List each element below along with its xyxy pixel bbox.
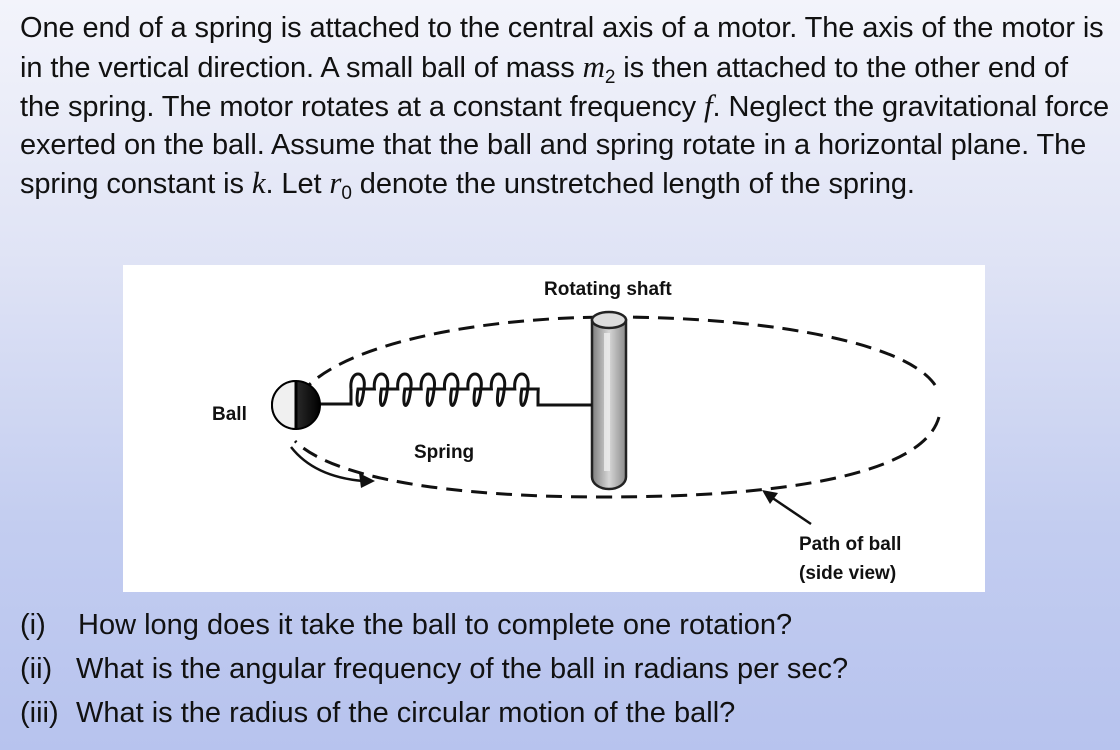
question-text: How long does it take the ball to comple…	[78, 609, 793, 641]
rotating-spring-diagram: Rotating shaft Ball Spring Path of ball …	[123, 265, 985, 592]
diagram-svg: Rotating shaft Ball Spring Path of ball …	[212, 279, 941, 584]
question-number: (iii)	[20, 697, 59, 729]
path-pointer-arrow	[762, 490, 812, 526]
shaft-label: Rotating shaft	[544, 279, 672, 300]
path-label-line2: (side view)	[799, 563, 896, 584]
length-subscript: 0	[341, 183, 352, 204]
spring-constant-symbol: k	[251, 165, 266, 200]
mass-subscript: 2	[604, 66, 616, 88]
question-text: What is the radius of the circular motio…	[76, 697, 736, 729]
question-list: (i) How long does it take the ball to com…	[20, 603, 1100, 735]
spring-label: Spring	[414, 442, 474, 463]
rotating-shaft	[590, 310, 628, 491]
problem-statement: One end of a spring is attached to the c…	[20, 10, 1110, 204]
question-number: (i)	[20, 609, 46, 641]
intro-text-3: . Neglect the gravitational force exerte…	[20, 91, 1110, 200]
ball-label: Ball	[212, 404, 247, 425]
ball-path-front	[293, 416, 941, 499]
question-number: (ii)	[20, 653, 53, 685]
rotation-arrow	[290, 446, 375, 488]
question-2: (ii) What is the angular frequency of the…	[20, 647, 1100, 691]
question-1: (i) How long does it take the ball to com…	[20, 603, 1100, 647]
length-symbol: r	[329, 165, 342, 200]
intro-text-2: is then attached to the other end of the…	[20, 51, 1068, 124]
spring	[316, 372, 592, 407]
intro-text-5: denote the unstretched length of the spr…	[351, 168, 915, 200]
question-3: (iii) What is the radius of the circular …	[20, 691, 1100, 735]
intro-text-4: . Let	[265, 168, 330, 200]
ball	[271, 379, 321, 431]
mass-symbol: m	[582, 48, 605, 84]
intro-text-1: One end of a spring is attached to the c…	[20, 12, 1104, 84]
frequency-symbol: f	[704, 88, 713, 123]
question-text: What is the angular frequency of the bal…	[76, 653, 849, 685]
path-label-line1: Path of ball	[799, 534, 901, 555]
